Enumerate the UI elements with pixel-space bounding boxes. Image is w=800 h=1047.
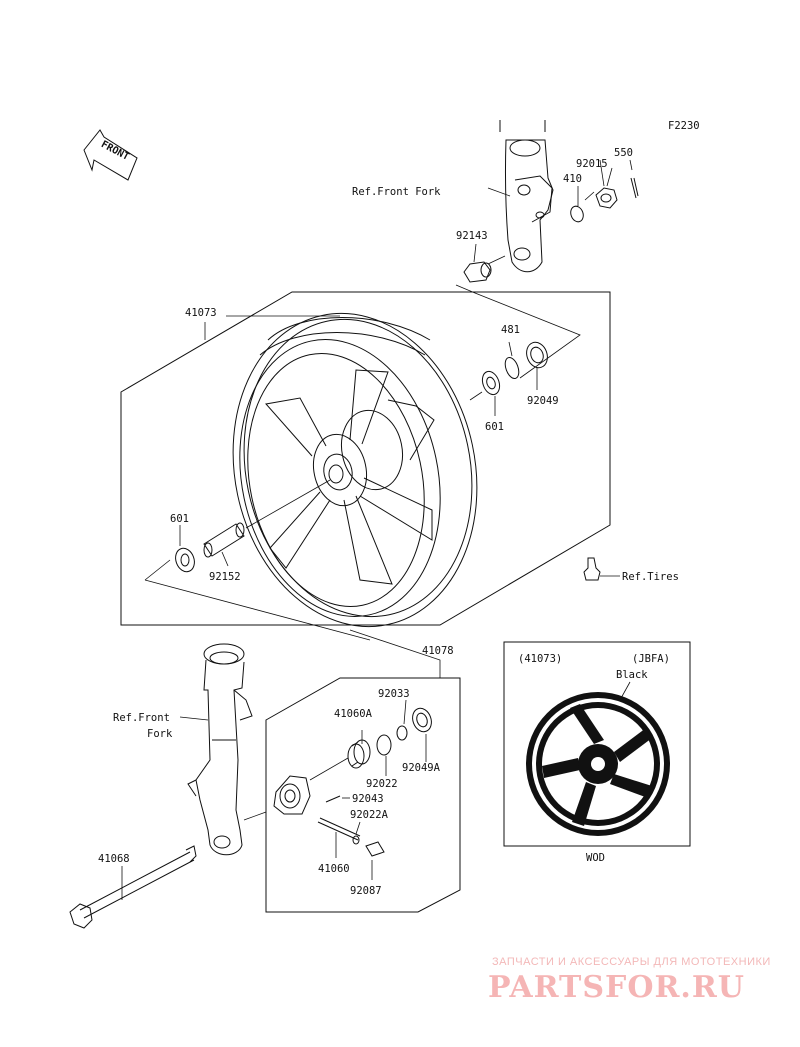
front-label: FRONT xyxy=(99,139,131,163)
label-92033: 92033 xyxy=(378,688,410,700)
label-92022A: 92022A xyxy=(350,809,389,821)
washer-92033-drawing xyxy=(396,699,408,741)
front-direction-arrow: FRONT xyxy=(83,129,138,181)
label-92043: 92043 xyxy=(352,793,384,805)
oil-seal-92049-drawing xyxy=(526,341,548,390)
label-92022: 92022 xyxy=(366,778,398,790)
front-fork-lower-drawing xyxy=(179,643,253,856)
bearing-601-left-drawing xyxy=(175,525,195,573)
watermark: ЗАПЧАСТИ И АКСЕССУАРЫ ДЛЯ МОТОТЕХНИКИ PA… xyxy=(488,956,771,1005)
label-leaders xyxy=(226,159,605,317)
front-fork-top-drawing xyxy=(487,120,554,273)
label-92087: 92087 xyxy=(350,885,382,897)
label-41060: 41060 xyxy=(318,863,350,875)
label-ref-front-fork-top: Ref.Front Fork xyxy=(352,186,441,198)
label-92049A: 92049A xyxy=(402,762,441,774)
label-ref-front-fork-left-1: Ref.Front xyxy=(113,712,170,724)
gear-box-frame xyxy=(243,629,461,913)
bushing-92087-drawing xyxy=(365,841,385,880)
label-92015: 92015 xyxy=(576,158,608,170)
bearing-601-right-drawing xyxy=(469,370,501,416)
gear-housing-drawing xyxy=(273,775,311,815)
cotter-pin-550-drawing xyxy=(629,159,639,199)
watermark-logo: PARTSFOR.RU xyxy=(488,970,745,1005)
ring-92022A-drawing xyxy=(352,821,361,845)
label-41068: 41068 xyxy=(98,853,130,865)
circlip-481-drawing xyxy=(504,341,520,380)
label-41060A: 41060A xyxy=(334,708,373,720)
gear-41060A-drawing xyxy=(309,730,371,781)
spacer-leader xyxy=(245,479,331,529)
inset-caption: WOD xyxy=(586,852,605,864)
shaft-41060-drawing xyxy=(317,817,361,858)
label-92143: 92143 xyxy=(456,230,488,242)
spacer-92152-drawing xyxy=(203,522,245,567)
collar-92143-drawing xyxy=(463,243,506,283)
washer-410-drawing xyxy=(570,191,595,223)
color-variant-inset: (41073) (JBFA) Black WOD xyxy=(503,641,691,864)
washer-92022-drawing xyxy=(376,734,392,776)
label-ref-front-fork-left-2: Fork xyxy=(147,728,173,740)
nut-92015-drawing xyxy=(595,167,618,209)
valve-drawing xyxy=(583,557,620,581)
wheel-assembly-frame xyxy=(120,284,611,641)
inset-wheel-drawing xyxy=(526,692,670,836)
watermark-tagline: ЗАПЧАСТИ И АКСЕССУАРЫ ДЛЯ МОТОТЕХНИКИ xyxy=(492,956,771,968)
label-41073: 41073 xyxy=(185,307,217,319)
axle-41068-drawing xyxy=(69,845,197,929)
label-41078: 41078 xyxy=(422,645,454,657)
seal-92049A-drawing xyxy=(412,707,432,762)
wheel-41073-drawing xyxy=(232,312,478,628)
label-92152: 92152 xyxy=(209,571,241,583)
figure-code: F2230 xyxy=(668,120,700,132)
label-ref-tires: Ref.Tires xyxy=(622,571,679,583)
label-550: 550 xyxy=(614,147,633,159)
inset-code: (JBFA) xyxy=(632,653,670,665)
label-601-left: 601 xyxy=(170,513,189,525)
label-481: 481 xyxy=(501,324,520,336)
inset-color: Black xyxy=(616,669,648,681)
pin-92043-drawing xyxy=(325,795,350,803)
label-601-right: 601 xyxy=(485,421,504,433)
label-410: 410 xyxy=(563,173,582,185)
inset-part-number: (41073) xyxy=(518,653,562,665)
label-92049: 92049 xyxy=(527,395,559,407)
